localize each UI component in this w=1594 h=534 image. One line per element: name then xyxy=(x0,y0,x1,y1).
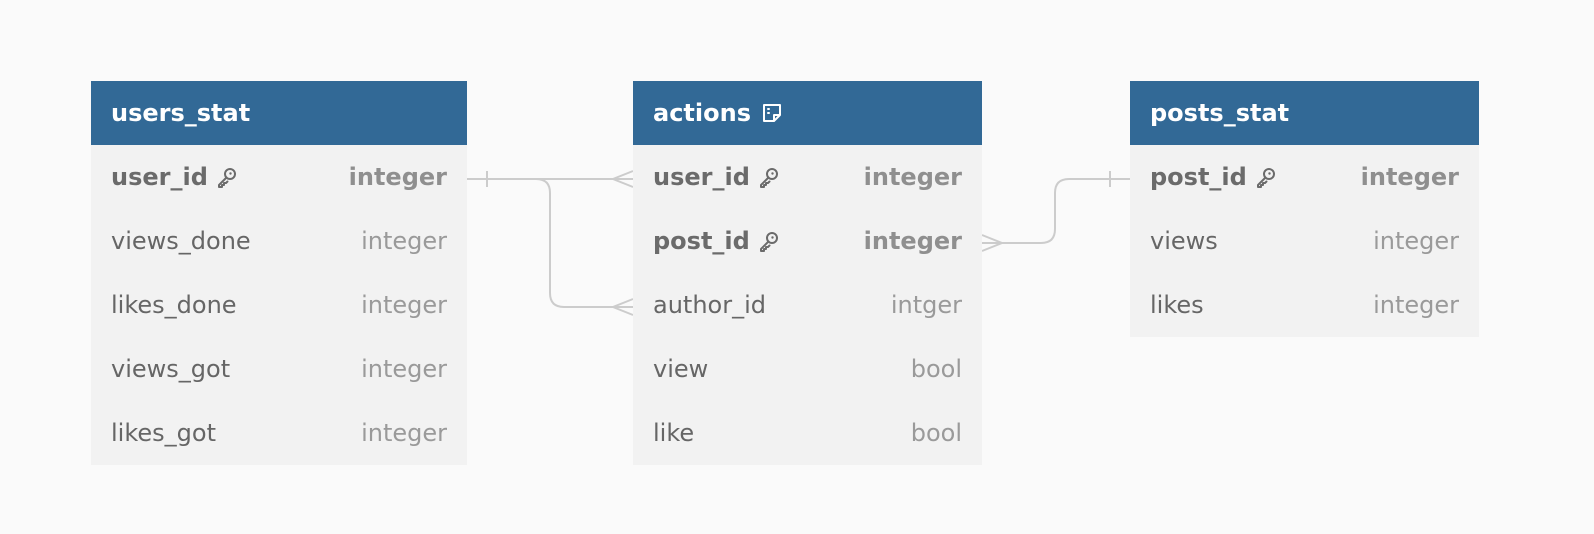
key-icon xyxy=(758,230,780,252)
field-type: integer xyxy=(361,355,447,383)
field-row[interactable]: views integer xyxy=(1130,209,1479,273)
field-name-text: likes xyxy=(1150,291,1204,319)
key-icon xyxy=(216,166,238,188)
field-name: view xyxy=(653,355,708,383)
table-title: actions xyxy=(653,99,751,127)
table-header[interactable]: posts_stat xyxy=(1130,81,1479,145)
field-type: integer xyxy=(361,419,447,447)
field-name: author_id xyxy=(653,291,766,319)
field-type: integer xyxy=(361,291,447,319)
table-title: posts_stat xyxy=(1150,99,1290,127)
field-type: integer xyxy=(1373,291,1459,319)
field-name-text: user_id xyxy=(653,163,750,191)
field-row[interactable]: post_id integer xyxy=(633,209,982,273)
table-header[interactable]: users_stat xyxy=(91,81,467,145)
note-icon[interactable] xyxy=(761,102,783,124)
field-name-text: views_got xyxy=(111,355,231,383)
relationship-line xyxy=(982,178,1130,244)
field-row[interactable]: views_done integer xyxy=(91,209,467,273)
field-row[interactable]: user_id integer xyxy=(633,145,982,209)
table-title: users_stat xyxy=(111,99,251,127)
field-name: views_got xyxy=(111,355,230,383)
field-row[interactable]: views_got integer xyxy=(91,337,467,401)
field-name: post_id xyxy=(1150,163,1277,191)
field-name: likes_done xyxy=(111,291,237,319)
field-row[interactable]: likes_done integer xyxy=(91,273,467,337)
field-name: likes_got xyxy=(111,419,216,447)
field-name-text: view xyxy=(653,355,709,383)
field-type: integer xyxy=(1373,227,1459,255)
field-row[interactable]: likes integer xyxy=(1130,273,1479,337)
field-row[interactable]: post_id integer xyxy=(1130,145,1479,209)
field-name-text: likes_done xyxy=(111,291,237,319)
field-type: integer xyxy=(863,227,962,255)
field-name-text: like xyxy=(653,419,695,447)
field-row[interactable]: user_id integer xyxy=(91,145,467,209)
field-name-text: views xyxy=(1150,227,1218,255)
many-marker xyxy=(610,170,634,188)
field-name: like xyxy=(653,419,694,447)
field-type: integer xyxy=(1360,163,1459,191)
table-header[interactable]: actions xyxy=(633,81,982,145)
field-row[interactable]: view bool xyxy=(633,337,982,401)
field-name-text: user_id xyxy=(111,163,208,191)
field-type: integer xyxy=(863,163,962,191)
field-row[interactable]: like bool xyxy=(633,401,982,465)
field-name: views_done xyxy=(111,227,251,255)
key-icon xyxy=(758,166,780,188)
field-name-text: author_id xyxy=(653,291,766,319)
field-name-text: likes_got xyxy=(111,419,216,447)
field-name-text: views_done xyxy=(111,227,251,255)
field-type: integer xyxy=(348,163,447,191)
field-type: intger xyxy=(890,291,962,319)
many-marker xyxy=(981,234,1005,252)
many-marker xyxy=(610,298,634,316)
field-type: bool xyxy=(910,419,962,447)
field-name: views xyxy=(1150,227,1218,255)
field-name: likes xyxy=(1150,291,1204,319)
key-icon xyxy=(1255,166,1277,188)
field-row[interactable]: author_id intger xyxy=(633,273,982,337)
field-name-text: post_id xyxy=(653,227,750,255)
field-row[interactable]: likes_got integer xyxy=(91,401,467,465)
field-name-text: post_id xyxy=(1150,163,1247,191)
field-name: post_id xyxy=(653,227,780,255)
field-name: user_id xyxy=(653,163,780,191)
relationship-line xyxy=(467,178,633,308)
field-name: user_id xyxy=(111,163,238,191)
field-type: integer xyxy=(361,227,447,255)
field-type: bool xyxy=(910,355,962,383)
